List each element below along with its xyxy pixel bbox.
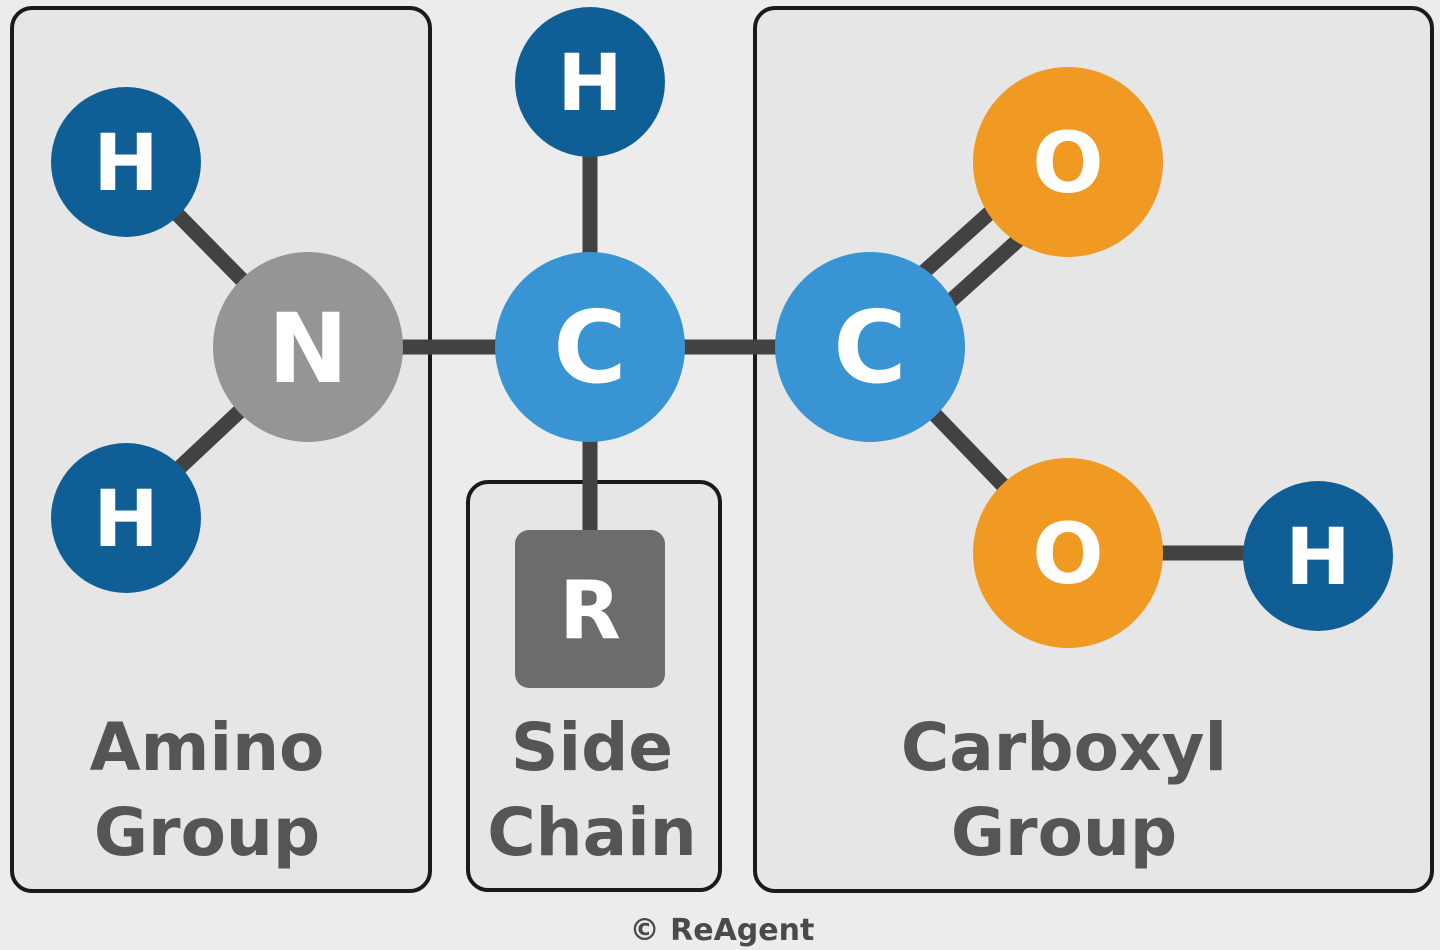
nitrogen-atom-label: N <box>268 293 348 405</box>
carboxyl-carbon-atom <box>775 252 965 442</box>
hydrogen-atom-hydroxyl <box>1243 481 1393 631</box>
side-chain-r-label: R <box>559 564 621 657</box>
oxygen-atom-hydroxyl-label: O <box>1032 505 1103 603</box>
copyright-credit: © ReAgent <box>630 913 815 948</box>
hydrogen-atom-amino-top <box>51 87 201 237</box>
hydrogen-atom-amino-bottom <box>51 443 201 593</box>
carboxyl-group-label-line-2: Group <box>951 794 1177 871</box>
side-chain-r-block <box>515 530 665 688</box>
alpha-carbon-atom <box>495 252 685 442</box>
hydrogen-atom-alpha-label: H <box>557 39 622 129</box>
amino-group-label-line-2: Group <box>94 794 320 871</box>
oxygen-atom-double-bond-label: O <box>1032 114 1103 212</box>
carboxyl-group-panel <box>753 6 1434 893</box>
side-chain-label-line-2: Chain <box>487 794 697 871</box>
carboxyl-carbon-atom-label: C <box>833 289 906 406</box>
nitrogen-atom <box>213 252 403 442</box>
hydrogen-atom-hydroxyl-label: H <box>1285 513 1350 603</box>
hydrogen-atom-amino-bottom-label: H <box>93 475 158 565</box>
alpha-carbon-atom-label: C <box>553 289 626 406</box>
amino-group-label-line-1: Amino <box>90 709 325 786</box>
side-chain-label-line-1: Side <box>511 709 673 786</box>
carboxyl-group-label-line-1: Carboxyl <box>901 709 1227 786</box>
hydrogen-atom-amino-top-label: H <box>93 119 158 209</box>
hydrogen-atom-alpha <box>515 7 665 157</box>
oxygen-atom-hydroxyl <box>973 458 1163 648</box>
oxygen-atom-double-bond <box>973 67 1163 257</box>
